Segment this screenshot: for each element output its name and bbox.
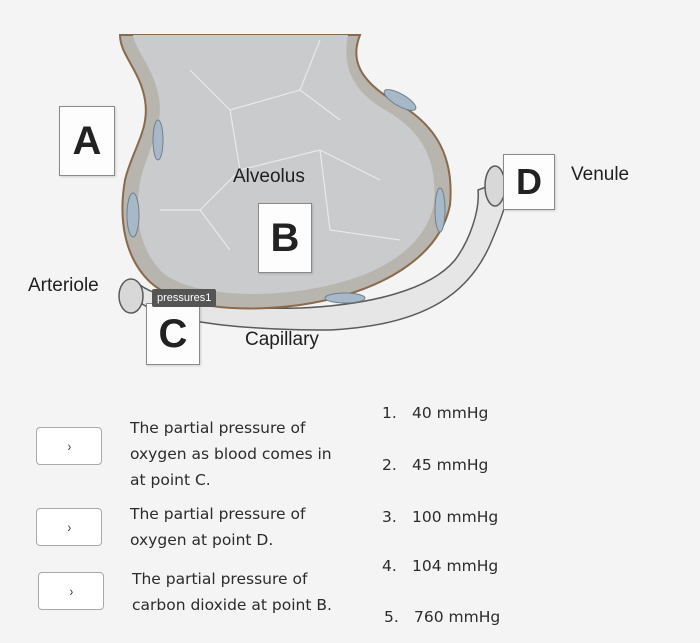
label-a-text: A (72, 118, 102, 163)
label-box-b[interactable]: B (258, 203, 312, 273)
label-box-d[interactable]: D (503, 154, 555, 210)
answer-option-1: 1.40 mmHg (382, 404, 489, 422)
label-b-text: B (270, 215, 300, 260)
alveolus-texture (160, 39, 401, 251)
venule-label: Venule (571, 164, 630, 185)
prompt-question-1: The partial pressure of oxygen as blood … (130, 419, 332, 489)
label-c-text: C (158, 311, 188, 356)
chevron-down-icon: › (67, 438, 71, 454)
capillary-label: Capillary (245, 329, 319, 350)
prompt-question-3: The partial pressure of carbon dioxide a… (132, 570, 332, 614)
label-box-c[interactable]: C (146, 303, 200, 365)
prompt-question-2: The partial pressure of oxygen at point … (130, 505, 306, 549)
alveolus-label: Alveolus (233, 166, 305, 187)
dropdown-question-1[interactable]: › (36, 427, 102, 465)
alveolus-diagram (118, 34, 508, 331)
pressures-tooltip: pressures1 (152, 289, 217, 307)
answer-option-4: 4.104 mmHg (382, 557, 499, 575)
label-box-a[interactable]: A (59, 106, 115, 176)
chevron-down-icon: › (69, 583, 73, 599)
label-d-text: D (516, 161, 542, 202)
answer-option-3: 3.100 mmHg (382, 508, 499, 526)
answer-option-5: 5.760 mmHg (384, 608, 501, 626)
dropdown-question-2[interactable]: › (36, 508, 102, 546)
chevron-down-icon: › (67, 519, 71, 535)
answer-option-2: 2.45 mmHg (382, 456, 489, 474)
arteriole-opening (118, 278, 144, 314)
dropdown-question-3[interactable]: › (38, 572, 104, 610)
wall-cells (126, 89, 446, 304)
arteriole-label: Arteriole (28, 275, 99, 296)
alveolus-air-space (133, 35, 435, 294)
